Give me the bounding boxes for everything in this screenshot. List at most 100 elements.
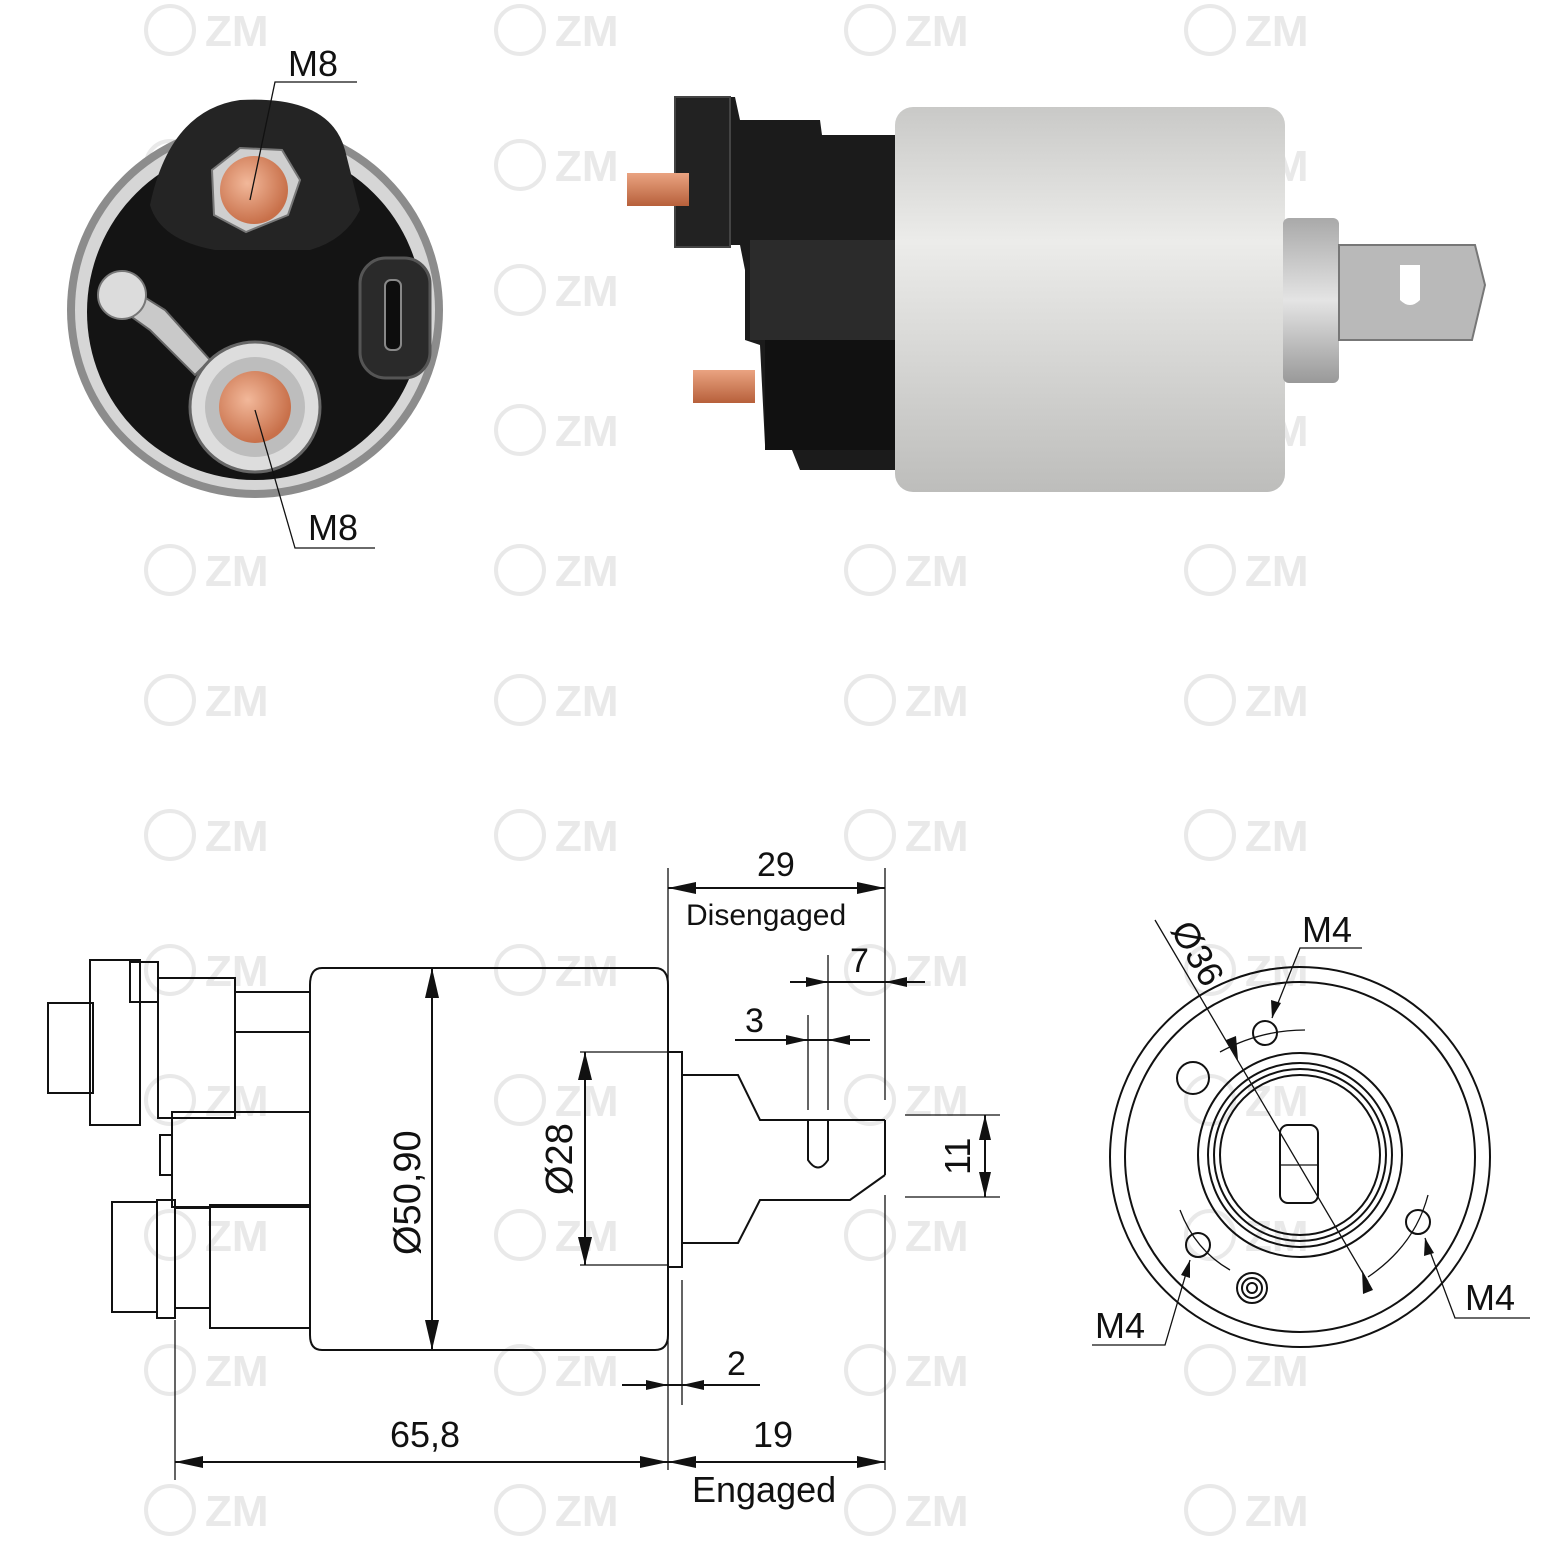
watermark-text: ZM	[555, 142, 619, 191]
watermark-logo-icon	[494, 944, 546, 996]
watermark-logo-icon	[844, 809, 896, 861]
watermark-text: ZM	[555, 407, 619, 456]
watermark-logo-icon	[844, 1209, 896, 1261]
watermark-logo-icon	[494, 1344, 546, 1396]
watermark-logo-icon	[494, 674, 546, 726]
solenoid-body	[895, 107, 1285, 492]
watermark-logo-icon	[1184, 544, 1236, 596]
watermark-text: ZM	[555, 812, 619, 861]
watermark-text: ZM	[555, 7, 619, 56]
terminal-bottom-copper	[219, 371, 291, 443]
photo-side-view	[627, 96, 1487, 492]
label-m4-top: M4	[1302, 909, 1352, 950]
watermark-logo-icon	[844, 544, 896, 596]
dim-36: Ø36	[1163, 914, 1233, 993]
dim-28: Ø28	[539, 1123, 581, 1195]
watermark-text: ZM	[905, 7, 969, 56]
label-m4-left: M4	[1095, 1305, 1145, 1346]
watermark-logo-icon	[144, 1209, 196, 1261]
watermark-text: ZM	[905, 1077, 969, 1126]
watermark-logo-icon	[844, 944, 896, 996]
dim-7: 7	[850, 942, 869, 980]
watermark-text: ZM	[905, 1487, 969, 1536]
watermark-text: ZM	[1245, 1077, 1309, 1126]
drawing-end-view: Ø36 M4 M4 M4	[1092, 909, 1530, 1348]
watermark-text: ZM	[1245, 812, 1309, 861]
watermark-logo-icon	[1184, 674, 1236, 726]
watermark-text: ZM	[205, 812, 269, 861]
watermark-text: ZM	[555, 1347, 619, 1396]
watermark-logo-icon	[494, 4, 546, 56]
watermark-text: ZM	[205, 7, 269, 56]
dim-65-8: 65,8	[390, 1414, 460, 1455]
label-engaged: Engaged	[692, 1469, 836, 1510]
hole-large	[1176, 1061, 1210, 1095]
photo-front-view: M8 M8	[67, 43, 443, 549]
watermark-logo-icon	[144, 1344, 196, 1396]
watermark-logo-icon	[844, 4, 896, 56]
dim-11: 11	[937, 1138, 978, 1175]
dim-50-90: Ø50,90	[387, 1130, 429, 1255]
watermark-text: ZM	[905, 547, 969, 596]
watermark-text: ZM	[205, 947, 269, 996]
watermark-text: ZM	[205, 1487, 269, 1536]
watermark-logo-icon	[144, 1484, 196, 1536]
watermark-logo-icon	[494, 139, 546, 191]
watermark-logo-icon	[144, 1074, 196, 1126]
watermark-text: ZM	[555, 1487, 619, 1536]
dim-29: 29	[757, 846, 795, 884]
watermark-logo-icon	[1184, 1344, 1236, 1396]
watermark-logo-icon	[1184, 1484, 1236, 1536]
watermark-text: ZM	[555, 547, 619, 596]
watermark-logo-icon	[144, 944, 196, 996]
stud-top	[627, 173, 689, 206]
dim-3: 3	[745, 1002, 764, 1040]
hole-left	[1185, 1232, 1211, 1258]
watermark-logo-icon	[494, 809, 546, 861]
watermark-text: ZM	[905, 1347, 969, 1396]
watermark-text: ZM	[205, 1347, 269, 1396]
watermark-text: ZM	[905, 1212, 969, 1261]
watermark-text: ZM	[905, 947, 969, 996]
watermark-logo-icon	[1184, 1209, 1236, 1261]
watermark-text: ZM	[905, 812, 969, 861]
watermark-text: ZM	[1245, 1347, 1309, 1396]
label-disengaged: Disengaged	[686, 899, 846, 932]
label-m8-bottom: M8	[308, 507, 358, 548]
label-m8-top: M8	[288, 43, 338, 84]
watermark-text: ZM	[1245, 7, 1309, 56]
hole-top	[1252, 1020, 1278, 1046]
watermark-logo-icon	[494, 404, 546, 456]
watermark-logo-icon	[844, 1344, 896, 1396]
stud-bottom	[693, 370, 755, 403]
watermark-logo-icon	[844, 1074, 896, 1126]
watermark-logo-icon	[144, 674, 196, 726]
watermark-logo-icon	[1184, 809, 1236, 861]
watermark-logo-icon	[494, 1484, 546, 1536]
watermark-text: ZM	[905, 677, 969, 726]
drawing-side-view: 29 Disengaged 7 3 Ø50,90 Ø28 11 2 65,8 1…	[47, 846, 1000, 1510]
watermark-text: ZM	[555, 267, 619, 316]
watermark-text: ZM	[555, 947, 619, 996]
watermark-logo-icon	[144, 4, 196, 56]
watermark-logo-icon	[494, 544, 546, 596]
watermark-text: ZM	[1245, 677, 1309, 726]
watermark-logo-icon	[844, 674, 896, 726]
watermark-logo-icon	[844, 1484, 896, 1536]
body-outline	[309, 967, 669, 1351]
watermark-logo-icon	[144, 544, 196, 596]
watermark-text: ZM	[205, 1212, 269, 1261]
watermark-logo-icon	[494, 264, 546, 316]
watermark-logo-icon	[494, 1074, 546, 1126]
hole-right	[1405, 1209, 1431, 1235]
watermark-logo-icon	[1184, 944, 1236, 996]
label-m4-right: M4	[1465, 1277, 1515, 1318]
watermark-logo-icon	[1184, 4, 1236, 56]
dim-19: 19	[753, 1414, 793, 1455]
watermark-text: ZM	[555, 1077, 619, 1126]
watermark-text: ZM	[555, 677, 619, 726]
watermark-logo-icon	[144, 809, 196, 861]
watermark-text: ZM	[205, 677, 269, 726]
watermark-text: ZM	[1245, 547, 1309, 596]
